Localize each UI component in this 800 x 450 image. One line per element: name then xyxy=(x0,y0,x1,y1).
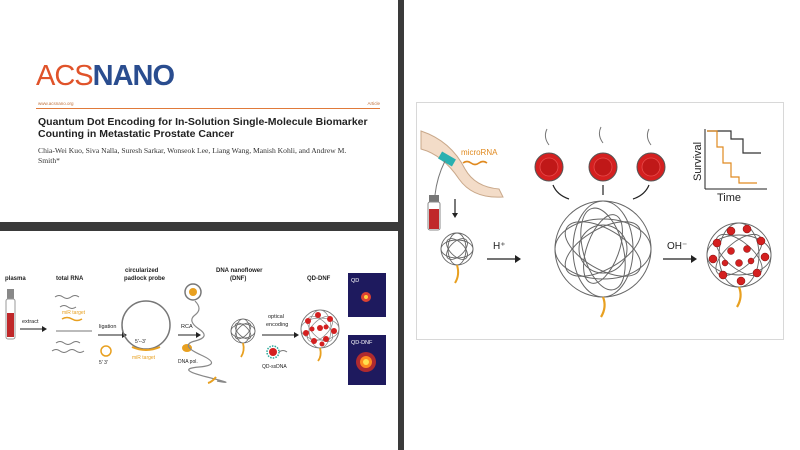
logo-nano: NANO xyxy=(92,60,175,92)
label-mir-target-1: miR target xyxy=(62,310,86,316)
padlock-probe-circle xyxy=(121,300,171,350)
header-divider xyxy=(36,108,380,109)
survival-plot xyxy=(704,129,767,190)
paper-header-panel: ACSNANO www.acsnano.org Article Quantum … xyxy=(0,0,398,222)
label-h-plus: H⁺ xyxy=(493,241,506,252)
label-microrna: microRNA xyxy=(461,148,498,157)
label-five-three: 5' 3' xyxy=(99,360,108,366)
label-extract: extract xyxy=(22,319,39,325)
paper-title: Quantum Dot Encoding for In-Solution Sin… xyxy=(38,116,368,140)
article-type-label: Article xyxy=(367,101,380,106)
label-qd-ssdna: QD-ssDNA xyxy=(262,364,287,370)
large-dna-tangle-icon xyxy=(554,200,652,298)
label-mir-target-2: miR target xyxy=(132,355,156,361)
toc-graphic: microRNA H⁺ xyxy=(420,126,772,318)
mir-target-strand xyxy=(61,316,83,322)
label-dnf-2: (DNF) xyxy=(230,276,246,282)
rna-strands xyxy=(51,295,85,353)
label-survival: Survival xyxy=(692,142,704,181)
label-optical-1: optical xyxy=(268,314,284,320)
logo-acs: ACS xyxy=(36,60,94,92)
label-circ-probe-2: padlock probe xyxy=(124,276,166,282)
label-ligation: ligation xyxy=(99,324,116,330)
label-inset-qd: QD xyxy=(351,278,359,284)
label-dnf-1: DNA nanoflower xyxy=(216,268,263,274)
scheme-figure: plasma extract total RNA miR target liga… xyxy=(5,268,386,385)
toc-graphic-panel: microRNA H⁺ xyxy=(404,0,800,450)
label-qd-dnf: QD-DNF xyxy=(307,276,331,282)
plasma-tube-icon xyxy=(5,289,16,340)
blood-tube-icon xyxy=(427,195,441,231)
dna-nanoflower-icon xyxy=(230,318,256,344)
arm-icon xyxy=(420,130,504,198)
quantum-dot-icons xyxy=(534,126,666,182)
toc-graphic-frame: microRNA H⁺ xyxy=(416,102,784,340)
label-time: Time xyxy=(717,192,741,204)
arrow-qd-1 xyxy=(552,184,570,200)
journal-url[interactable]: www.acsnano.org xyxy=(38,101,74,106)
label-rca: RCA xyxy=(181,324,193,330)
qd-ssdna-icon xyxy=(266,345,288,359)
author-list: Chia-Wei Kuo, Siva Nalla, Suresh Sarkar,… xyxy=(38,146,347,165)
small-dna-tangle-icon xyxy=(440,232,474,266)
label-circ-probe-1: circularized xyxy=(125,268,159,274)
label-total-rna: total RNA xyxy=(56,276,84,282)
label-dna-pol: DNA pol. xyxy=(178,359,198,365)
label-optical-2: encoding xyxy=(266,322,288,328)
arrow-qd-3 xyxy=(632,184,650,200)
label-ends: 5'--3' xyxy=(135,339,146,345)
micrograph-qd-dnf-inset xyxy=(348,335,386,385)
dna-polymerase-icon xyxy=(182,344,192,352)
label-plasma: plasma xyxy=(5,276,26,282)
micrograph-qd-inset xyxy=(348,273,386,317)
qd-loaded-tangle-icon xyxy=(706,222,772,308)
label-inset-qd-dnf: QD-DNF xyxy=(351,340,373,346)
survival-curve-high xyxy=(707,130,761,154)
rca-product-strand xyxy=(187,300,227,383)
scheme-figure-panel: plasma extract total RNA miR target liga… xyxy=(0,231,398,450)
qd-dnf-icon xyxy=(300,309,340,362)
survival-curve-low xyxy=(707,130,757,184)
journal-logo: ACSNANO xyxy=(36,60,175,92)
label-oh-minus: OH⁻ xyxy=(667,241,687,252)
